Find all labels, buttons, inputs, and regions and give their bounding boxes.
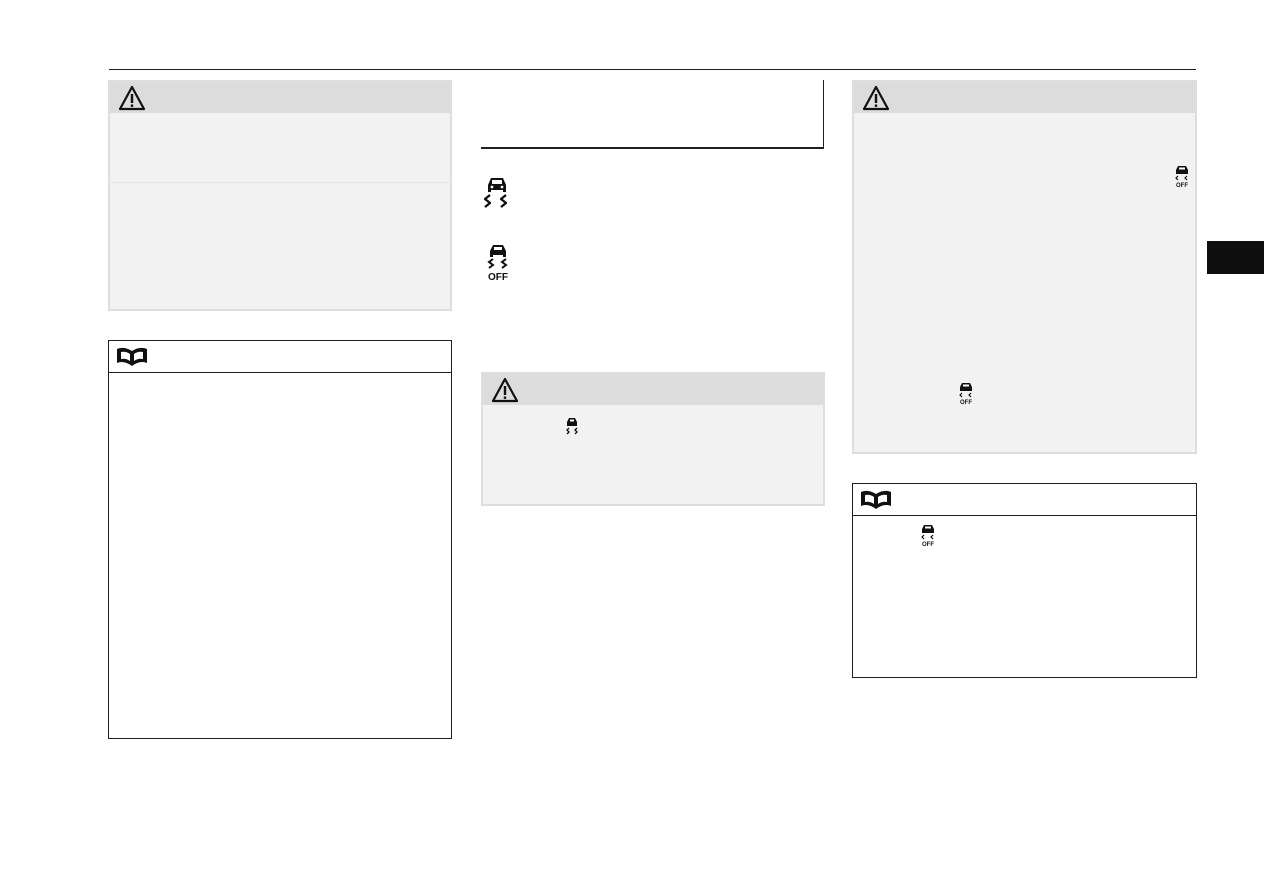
caution-header (110, 82, 450, 113)
traction-control-icon (566, 418, 578, 435)
caution-header (854, 82, 1195, 113)
note-box-right: OFF (852, 483, 1197, 678)
caution-box-left (108, 80, 452, 311)
traction-control-off-icon: OFF (959, 383, 972, 406)
note-box-left (108, 340, 452, 739)
open-book-icon (117, 347, 147, 366)
note-header (109, 341, 451, 373)
off-label: OFF (1176, 183, 1188, 189)
off-label: OFF (960, 400, 972, 406)
warning-triangle-icon (491, 377, 519, 403)
open-book-icon (861, 490, 891, 509)
caution-box-right: OFF OFF (852, 80, 1197, 454)
caution-divider (110, 182, 450, 183)
traction-control-icon (483, 178, 508, 208)
traction-control-off-icon: OFF (1175, 166, 1188, 189)
warning-triangle-icon (118, 85, 146, 111)
caution-header (483, 374, 823, 405)
chapter-side-tab (1207, 241, 1264, 274)
caution-box-middle (481, 372, 825, 506)
traction-control-off-icon: OFF (921, 525, 934, 548)
off-label: OFF (488, 272, 508, 283)
section-heading-frame (481, 80, 824, 149)
off-label: OFF (922, 542, 934, 548)
warning-triangle-icon (862, 85, 890, 111)
note-header (853, 484, 1196, 516)
traction-control-off-icon: OFF (487, 245, 508, 283)
top-rule (109, 69, 1196, 70)
